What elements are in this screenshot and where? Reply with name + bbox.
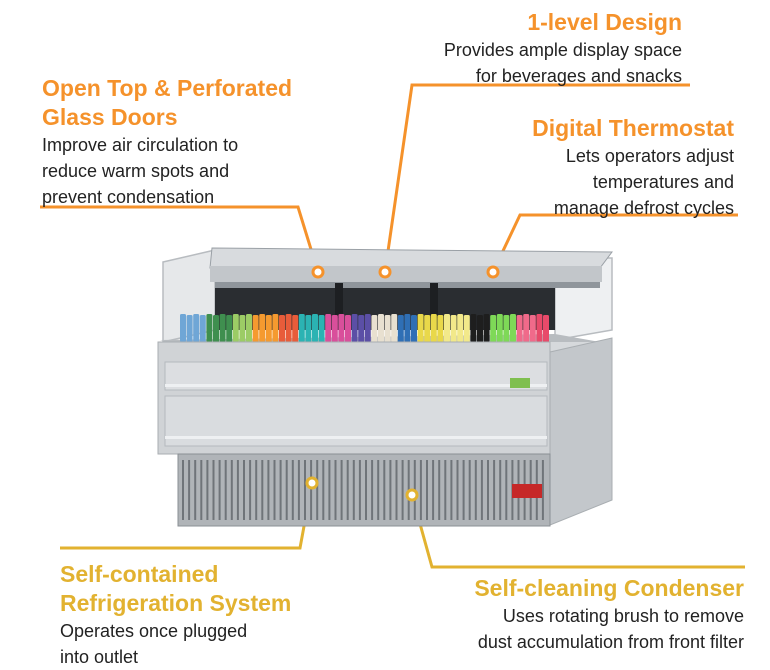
cabinet-front (157, 337, 613, 527)
beverage-can (279, 315, 285, 343)
callout-desc-line: Provides ample display space (443, 40, 682, 60)
callout-title: Digital Thermostat (532, 115, 734, 141)
beverage-cans (180, 314, 549, 343)
beverage-can (417, 314, 424, 342)
marker-condenser (405, 488, 419, 502)
beverage-can (397, 315, 404, 343)
callout-title: 1-level Design (527, 9, 682, 35)
callout-desc-line: Lets operators adjust (565, 146, 734, 166)
beverage-can (430, 314, 437, 342)
callout-desc-line: for beverages and snacks (475, 66, 682, 86)
beverage-can (457, 314, 464, 342)
beverage-can (318, 315, 325, 343)
beverage-can (226, 315, 233, 343)
beverage-can (543, 315, 549, 343)
beverage-can (285, 314, 292, 342)
beverage-can (444, 314, 450, 342)
callout-self-cleaning-condenser: Self-cleaning Condenser Uses rotating br… (474, 574, 744, 655)
beverage-can (371, 315, 378, 343)
callout-title: Self-contained (60, 561, 219, 587)
callout-title: Glass Doors (42, 104, 178, 130)
callout-self-contained-refrigeration: Self-contained Refrigeration System Oper… (60, 560, 291, 670)
beverage-can (345, 315, 351, 343)
beverage-can (437, 315, 444, 343)
callout-desc-line: Operates once plugged (60, 621, 248, 641)
marker-thermostat (486, 265, 500, 279)
beverage-can (411, 315, 417, 343)
beverage-can (496, 314, 503, 342)
beverage-can (516, 315, 523, 343)
beverage-can (477, 315, 483, 343)
beverage-can (325, 314, 332, 342)
beverage-can (331, 315, 338, 343)
beverage-can (536, 314, 543, 342)
callout-desc-line: reduce warm spots and (42, 161, 230, 181)
callout-desc-line: manage defrost cycles (553, 198, 734, 218)
beverage-can (193, 314, 200, 342)
beverage-can (404, 314, 411, 342)
condenser-vents (182, 460, 544, 520)
beverage-can (470, 314, 477, 342)
beverage-can (490, 315, 497, 343)
callout-desc-line: temperatures and (592, 172, 734, 192)
beverage-can (312, 314, 318, 342)
beverage-can (305, 315, 312, 343)
beverage-can (338, 314, 345, 342)
callout-1-level-design: 1-level Design Provides ample display sp… (444, 8, 682, 89)
beverage-can (503, 315, 510, 343)
leader-line-design (383, 83, 690, 273)
callout-digital-thermostat: Digital Thermostat Lets operators adjust… (532, 114, 734, 221)
beverage-can (424, 315, 431, 343)
beverage-can (219, 314, 226, 342)
callout-desc-line: dust accumulation from front filter (477, 632, 744, 652)
beverage-can (483, 314, 490, 342)
callout-title: Self-cleaning Condenser (474, 575, 744, 601)
marker-refrigeration (305, 476, 319, 490)
beverage-can (180, 314, 186, 342)
beverage-can (199, 315, 206, 343)
marker-doors (311, 265, 325, 279)
callout-markers (305, 265, 500, 502)
beverage-can (292, 315, 299, 343)
callout-desc-line: into outlet (60, 647, 139, 667)
beverage-can (186, 315, 193, 343)
beverage-can (378, 314, 384, 342)
callout-desc-line: Improve air circulation to (42, 135, 239, 155)
beverage-can (246, 314, 252, 342)
marker-design (378, 265, 392, 279)
beverage-can (364, 314, 371, 342)
beverage-can (510, 314, 516, 342)
beverage-can (252, 315, 259, 343)
beverage-can (213, 315, 219, 343)
beverage-can (391, 314, 398, 342)
beverage-can (239, 315, 246, 343)
beverage-can (351, 314, 358, 342)
callout-desc-line: Uses rotating brush to remove (502, 606, 744, 626)
beverage-can (523, 314, 530, 342)
callout-open-top-glass-doors: Open Top & Perforated Glass Doors Improv… (42, 74, 292, 210)
callout-title: Refrigeration System (60, 590, 292, 616)
beverage-can (232, 314, 239, 342)
beverage-can (272, 314, 279, 342)
beverage-can (265, 315, 272, 343)
beverage-can (384, 315, 391, 343)
callout-title: Open Top & Perforated (42, 75, 293, 101)
beverage-can (259, 314, 266, 342)
beverage-can (450, 315, 457, 343)
beverage-can (206, 314, 213, 342)
beverage-can (463, 315, 470, 343)
beverage-can (529, 315, 536, 343)
beverage-can (358, 315, 365, 343)
callout-desc-line: prevent condensation (42, 187, 215, 207)
beverage-can (298, 314, 305, 342)
